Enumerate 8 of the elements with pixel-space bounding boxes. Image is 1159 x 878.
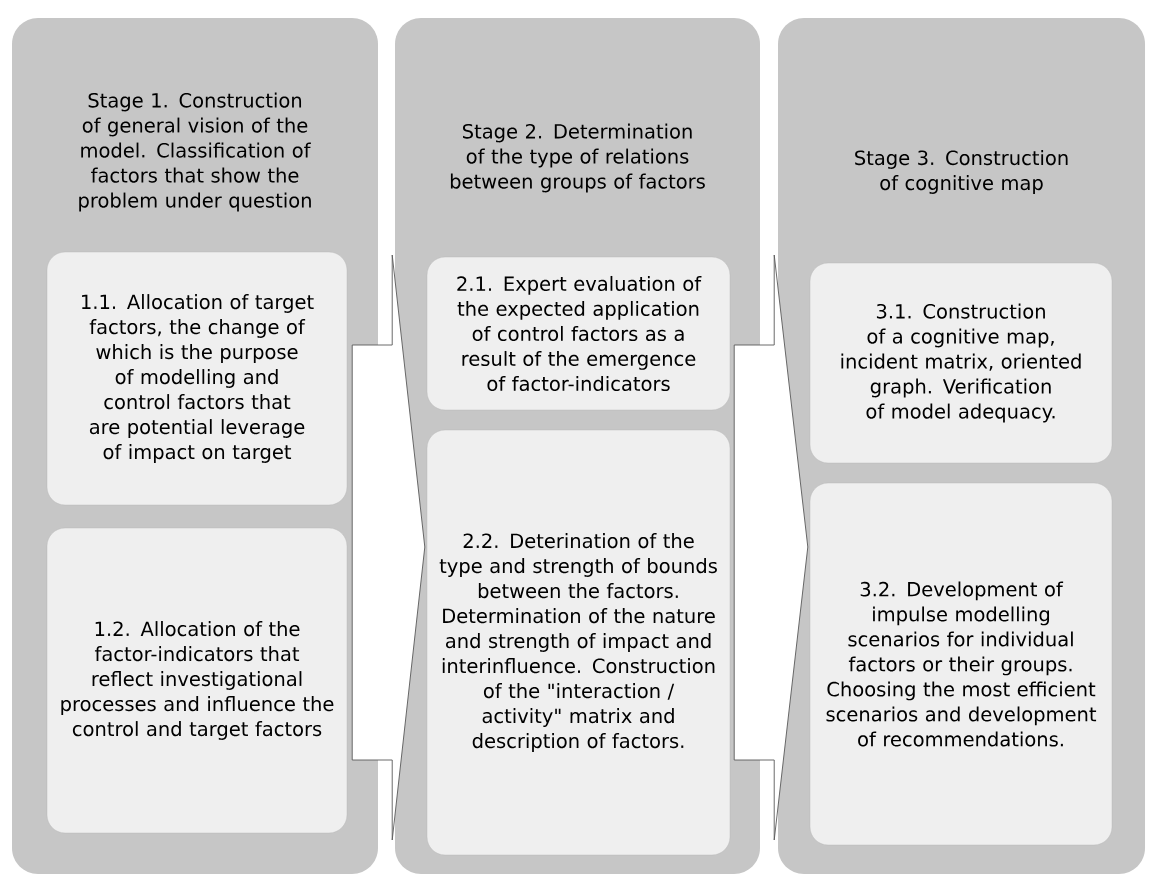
block-arrow — [351, 254, 426, 841]
step-box: 2.2. Deterination of the type and strength of bounds between the factors. Determination of the nature and strength of impact and interinfluence. Construction of the "interaction / activity" matrix and description of factors. — [426, 429, 731, 856]
step-box: 2.1. Expert evaluation of the expected application of control factors as a result of the emergence of factor-indicators — [426, 256, 731, 411]
step-box: 3.1. Construction of a cognitive map, incident matrix, oriented graph. Verification of model adequacy. — [809, 262, 1113, 464]
step-box: 3.2. Development of impulse modelling scenarios for individual factors or their groups. Choosing the most efficient scenarios and development of recommendations. — [809, 482, 1113, 846]
block-arrow — [733, 254, 809, 841]
step-box: 1.1. Allocation of target factors, the change of which is the purpose of modelling and control factors that are potential leverage of impact on target — [46, 251, 348, 506]
step-box: 1.2. Allocation of the factor-indicators that reflect investigational processes and influence the control and target factors — [46, 527, 348, 834]
